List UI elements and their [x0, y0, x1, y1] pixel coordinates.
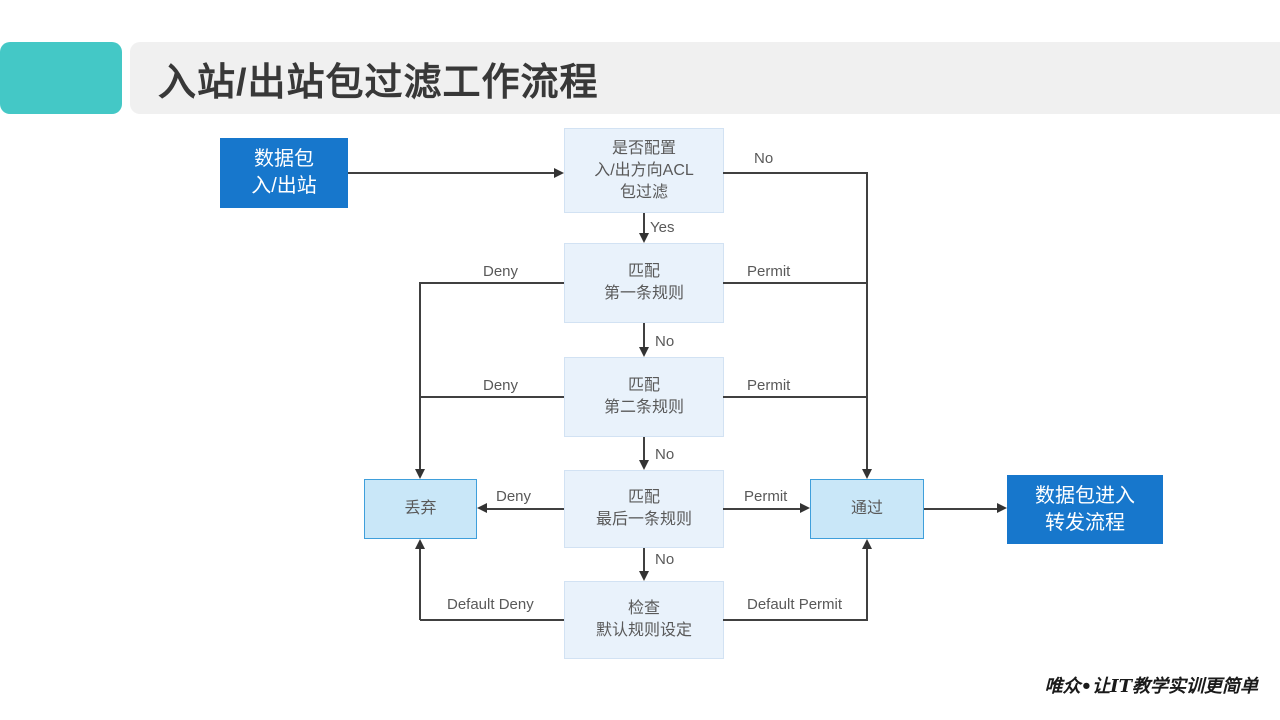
flow-node-rule3: 匹配 最后一条规则: [564, 470, 724, 548]
arrowhead-no1-down: [639, 347, 649, 357]
edge-label-default-deny: Default Deny: [447, 596, 534, 613]
flow-node-forward: 数据包进入 转发流程: [1007, 475, 1163, 544]
node-label-line: 丢弃: [404, 500, 437, 517]
edge-rule1-permit: [723, 282, 868, 284]
edge-left-rail-lower: [419, 549, 421, 620]
title-accent-block: [0, 42, 122, 114]
edge-label-deny-rule2: Deny: [483, 377, 519, 394]
flow-node-rule2: 匹配 第二条规则: [564, 357, 724, 437]
arrowhead-into-drop-top: [415, 469, 425, 479]
node-label-line: 检查: [627, 600, 660, 617]
edge-rule3-no: [643, 548, 645, 571]
edge-left-rail-upper: [419, 282, 421, 469]
node-label-line: 数据包进入: [1035, 484, 1135, 507]
arrowhead-into-drop-right: [477, 503, 487, 513]
arrowhead-into-pass-left: [800, 503, 810, 513]
edge-rule1-no: [643, 323, 645, 347]
arrowhead-no2-down: [639, 460, 649, 470]
arrowhead-no3-down: [639, 571, 649, 581]
edge-rule3-deny: [487, 508, 564, 510]
edge-rule3-permit: [723, 508, 800, 510]
edge-rule2-deny: [420, 396, 564, 398]
flow-node-drop: 丢弃: [364, 479, 477, 539]
arrowhead-yes-down: [639, 233, 649, 243]
node-label-line: 第一条规则: [603, 285, 684, 302]
edge-label-deny-rule1: Deny: [483, 263, 519, 280]
node-label-line: 包过滤: [619, 183, 668, 201]
edge-default-deny: [420, 619, 564, 621]
node-label-line: 第二条规则: [603, 399, 684, 416]
edge-pass-to-forward: [924, 508, 997, 510]
edge-label-no-top: No: [754, 150, 774, 167]
edge-label-permit-rule2: Permit: [747, 377, 791, 394]
edge-label-yes: Yes: [650, 219, 675, 236]
title-bar: 入站/出站包过滤工作流程: [130, 42, 1280, 114]
flow-node-default-check: 检查 默认规则设定: [564, 581, 724, 659]
arrowhead-into-forward: [997, 503, 1007, 513]
edge-rule1-deny: [420, 282, 564, 284]
node-label-line: 匹配: [627, 377, 660, 394]
edge-label-no-rule3: No: [655, 551, 675, 568]
edge-right-rail-upper: [866, 172, 868, 469]
arrowhead-into-drop-bottom: [415, 539, 425, 549]
edge-rule2-no: [643, 437, 645, 460]
flow-node-rule1: 匹配 第一条规则: [564, 243, 724, 323]
edge-label-deny-rule3: Deny: [496, 488, 532, 505]
node-label-line: 数据包: [254, 148, 314, 170]
edge-label-permit-rule3: Permit: [744, 488, 788, 505]
node-label-line: 匹配: [627, 263, 660, 280]
arrowhead-into-pass-bottom: [862, 539, 872, 549]
edge-label-default-permit: Default Permit: [747, 596, 843, 613]
edge-rule2-permit: [723, 396, 868, 398]
flow-node-acl-check: 是否配置 入/出方向ACL 包过滤: [564, 128, 724, 213]
arrowhead-into-pass-top: [862, 469, 872, 479]
edge-label-no-rule1: No: [655, 333, 675, 350]
edge-label-permit-rule1: Permit: [747, 263, 791, 280]
node-label-line: 匹配: [627, 489, 660, 506]
edge-acl-no: [723, 172, 868, 174]
flow-node-start: 数据包 入/出站: [220, 138, 348, 208]
node-label-line: 入/出站: [251, 175, 317, 197]
edge-label-no-rule2: No: [655, 446, 675, 463]
flow-node-pass: 通过: [810, 479, 924, 539]
node-label-line: 通过: [850, 500, 883, 517]
node-label-line: 是否配置: [611, 139, 676, 157]
arrowhead-into-acl: [554, 168, 564, 178]
node-label-line: 转发流程: [1045, 511, 1125, 534]
brand-watermark: 唯众•让IT教学实训更简单: [1044, 676, 1258, 697]
edge-default-permit: [723, 619, 868, 621]
edge-start-to-acl: [348, 172, 554, 174]
edge-right-rail-lower: [866, 549, 868, 620]
edge-acl-yes: [643, 213, 645, 233]
node-label-line: 默认规则设定: [595, 622, 692, 639]
node-label-line: 最后一条规则: [595, 511, 692, 528]
node-label-line: 入/出方向ACL: [594, 161, 694, 179]
page-title: 入站/出站包过滤工作流程: [158, 61, 599, 104]
